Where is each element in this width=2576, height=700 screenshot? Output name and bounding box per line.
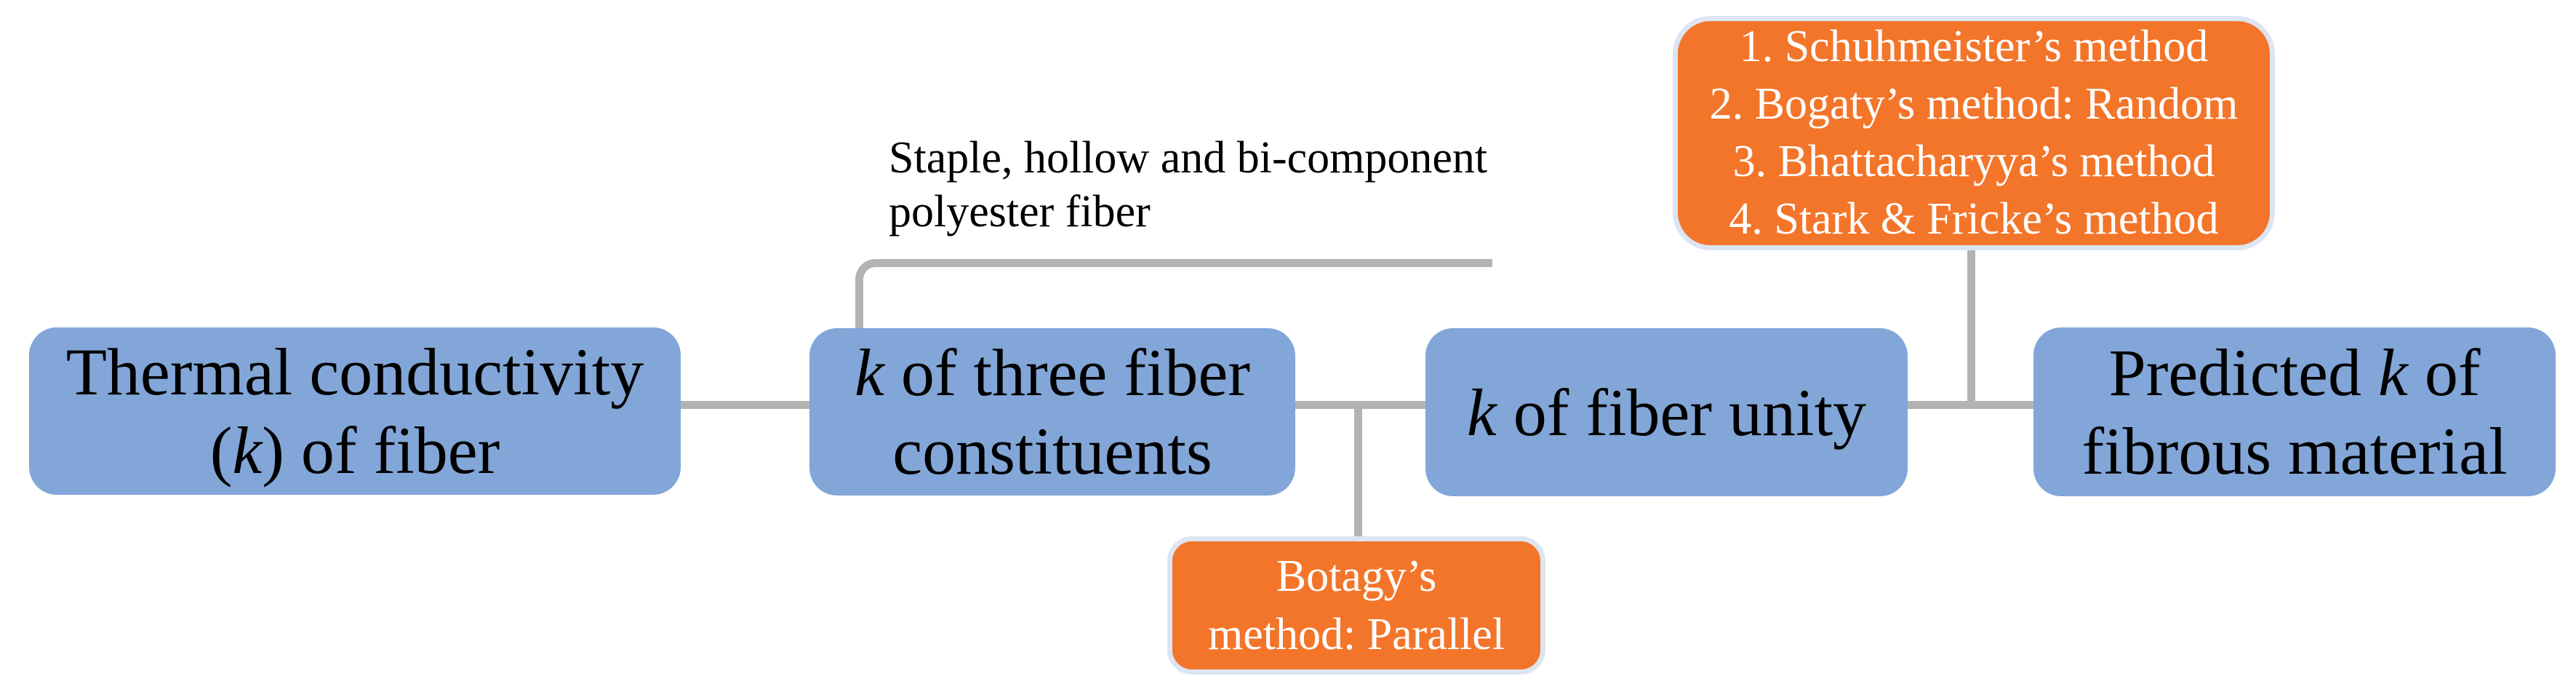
connector-methods-box-down <box>1967 247 1975 409</box>
connector-staple-note-elbow <box>855 259 1492 329</box>
node-k-of-fiber-unity: k of fiber unity <box>1425 328 1908 496</box>
connector-node1-node2 <box>676 401 815 409</box>
connector-down-to-parallel-box <box>1354 401 1362 537</box>
node-thermal-conductivity-of-fiber: Thermal conductivity(k) of fiber <box>29 327 681 495</box>
connector-node2-node3 <box>1292 401 1433 409</box>
